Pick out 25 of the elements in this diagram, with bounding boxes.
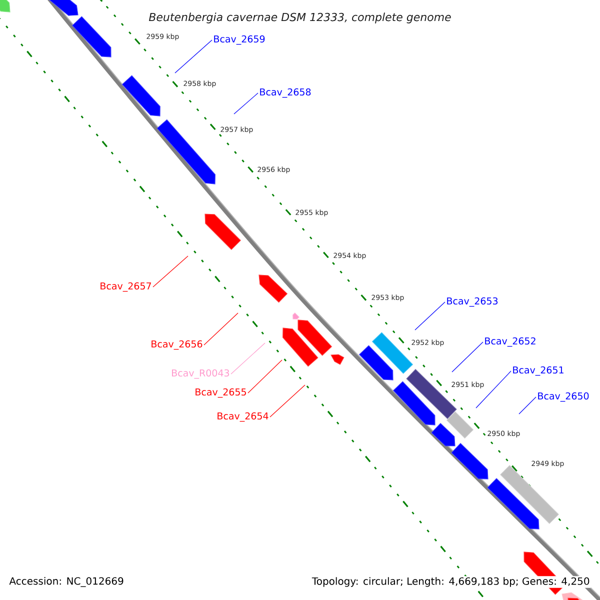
accession-label: Accession: NC_012669 (9, 577, 124, 587)
leader-line (204, 312, 238, 346)
gene-label: Bcav_2657 (100, 282, 151, 292)
gene-label: Bcav_2653 (447, 297, 498, 307)
gene-label: Bcav_2656 (152, 340, 202, 350)
leader-line (234, 92, 258, 114)
gene-label: Bcav_2658 (260, 88, 311, 98)
gene-label: Bcav_2651 (513, 366, 564, 376)
leader-line (414, 302, 446, 330)
gene-label: Bcav_2655 (196, 388, 246, 398)
title: Beutenbergia cavernae DSM 12333, complete genome (148, 12, 451, 24)
leader-line (518, 396, 536, 414)
summary-label: Topology: circular; Length: 4,669,183 bp; Genes: 4,250 (310, 576, 591, 588)
leader-line (452, 342, 484, 372)
gene-label: Bcav_2652 (485, 337, 536, 347)
leader-line (230, 342, 266, 374)
leader-line (248, 360, 282, 394)
gene-label: Bcav_2650 (538, 392, 589, 402)
leader-line (476, 370, 512, 408)
leader-line (174, 40, 212, 74)
leader-line (270, 384, 306, 418)
gene-label: Bcav_2659 (214, 35, 265, 45)
leader-line (152, 256, 188, 288)
gene-label: Bcav_2654 (218, 412, 268, 422)
gene-label: Bcav_R0043 (172, 369, 230, 379)
